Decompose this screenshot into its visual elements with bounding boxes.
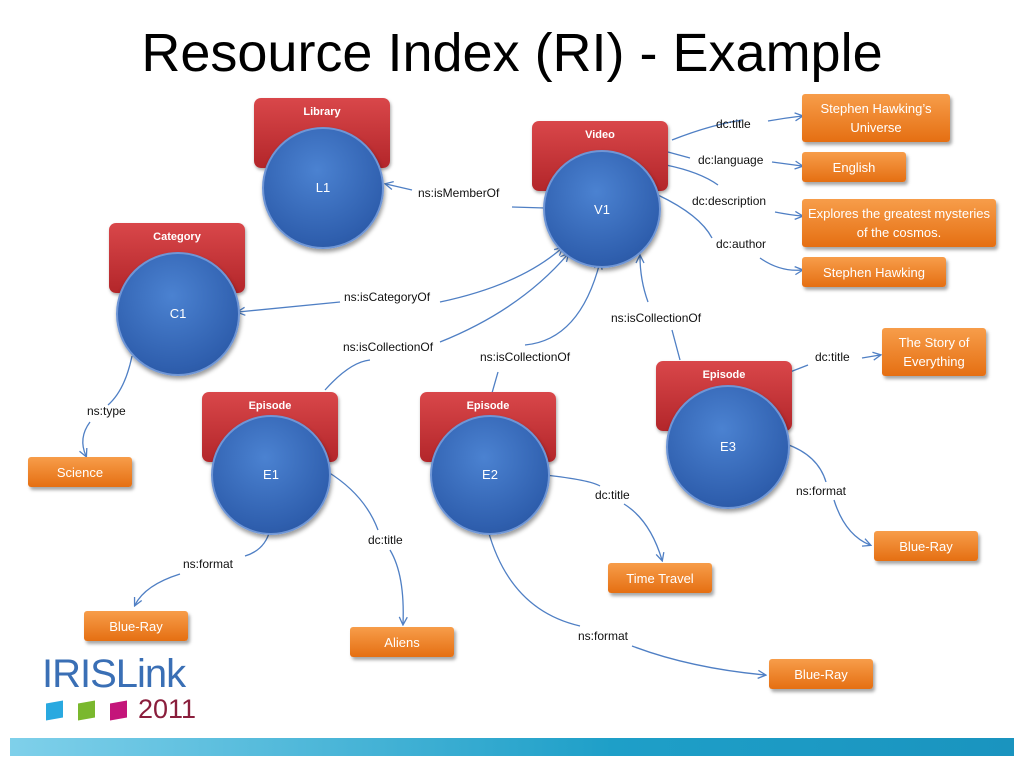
- logo-year: 2011: [138, 694, 197, 724]
- node-id-label: L1: [315, 180, 331, 195]
- edge-label-e2-format: ns:format: [578, 629, 629, 643]
- edge-label-iscategoryof: ns:isCategoryOf: [344, 290, 431, 304]
- edge-e1-format-arrow: [135, 573, 181, 605]
- edge-e2-title: [544, 474, 601, 487]
- edge-e1-title-arrow: [389, 549, 403, 624]
- edge-e2-v1-b: [524, 262, 600, 346]
- node-type-label: Episode: [702, 369, 746, 381]
- cube-blue-icon: [46, 700, 63, 721]
- edge-e1-title: [327, 471, 379, 531]
- edge-label-iscollectionof-e3: ns:isCollectionOf: [611, 311, 702, 325]
- edge-label-v1-author: dc:author: [716, 237, 767, 251]
- edge-label-iscollectionof-e2: ns:isCollectionOf: [480, 350, 571, 364]
- edge-e1-v1-b: [439, 254, 568, 343]
- edge-v1-l1: [511, 206, 546, 209]
- edge-label-e3-title: dc:title: [815, 350, 850, 364]
- node-id-label: C1: [169, 306, 187, 321]
- node-circle: L1: [262, 127, 384, 249]
- logo-text: IRISLink: [42, 652, 186, 696]
- slide-title: Resource Index (RI) - Example: [141, 23, 883, 83]
- edge-label-v1-language: dc:language: [698, 153, 764, 167]
- edge-label-v1-title: dc:title: [716, 117, 751, 131]
- node-circle: E3: [666, 385, 790, 509]
- edge-e2-v1: [491, 371, 499, 394]
- node-circle: E1: [211, 415, 331, 535]
- edge-e2-format-arrow: [631, 645, 765, 675]
- value-box-v1-language[interactable]: English: [802, 152, 906, 182]
- node-id-label: E1: [263, 467, 279, 482]
- node-type-label: Library: [303, 106, 341, 118]
- value-box-c1-type[interactable]: Science: [28, 457, 132, 487]
- edge-e3-title-arrow: [861, 355, 880, 358]
- value-box-e2-format[interactable]: Blue-Ray: [769, 659, 873, 689]
- node-id-label: E3: [720, 439, 736, 454]
- edge-label-e1-format: ns:format: [183, 557, 234, 571]
- node-type-label: Episode: [248, 400, 292, 412]
- edge-c1-type-arrow: [83, 421, 91, 456]
- edge-e2-format: [487, 529, 581, 627]
- edge-e3-v1: [671, 329, 681, 361]
- edge-e3-format-arrow: [833, 499, 870, 545]
- edge-v1-description-arrow: [774, 212, 802, 216]
- edge-v1-author: [657, 194, 713, 239]
- node-circle: V1: [543, 150, 661, 268]
- node-circle: E2: [430, 415, 550, 535]
- edge-v1-l1-arrow: [386, 184, 413, 191]
- node-id-label: V1: [594, 202, 610, 217]
- footer-bar: [10, 738, 1014, 756]
- edge-e3-title: [789, 364, 809, 373]
- edge-v1-language: [667, 151, 691, 159]
- edge-v1-title: [671, 119, 743, 141]
- value-box-e3-format[interactable]: Blue-Ray: [874, 531, 978, 561]
- edge-v1-c1: [439, 248, 562, 303]
- edge-c1-type: [107, 355, 133, 406]
- value-box-v1-description[interactable]: Explores the greatest mysteries of the c…: [802, 199, 996, 247]
- edge-e1-v1: [324, 359, 371, 391]
- node-type-label: Category: [153, 231, 201, 243]
- edge-label-ismemberof: ns:isMemberOf: [418, 186, 500, 200]
- edge-label-e2-title: dc:title: [595, 488, 630, 502]
- value-box-e1-title[interactable]: Aliens: [350, 627, 454, 657]
- node-circle: C1: [116, 252, 240, 376]
- value-box-e3-title[interactable]: The Story of Everything: [882, 328, 986, 376]
- edge-v1-title-arrow: [767, 116, 802, 122]
- value-box-v1-title[interactable]: Stephen Hawking’s Universe: [802, 94, 950, 142]
- edge-v1-description: [665, 164, 719, 186]
- edge-label-e1-title: dc:title: [368, 533, 403, 547]
- cube-green-icon: [78, 700, 95, 721]
- cube-magenta-icon: [110, 700, 127, 721]
- value-box-e2-title[interactable]: Time Travel: [608, 563, 712, 593]
- edge-e3-v1-b: [640, 256, 649, 303]
- edge-e2-title-arrow: [623, 503, 662, 560]
- value-box-e1-format[interactable]: Blue-Ray: [84, 611, 188, 641]
- edge-label-iscollectionof-e1: ns:isCollectionOf: [343, 340, 434, 354]
- edge-v1-language-arrow: [771, 162, 802, 166]
- edge-label-v1-description: dc:description: [692, 194, 767, 208]
- value-box-v1-author[interactable]: Stephen Hawking: [802, 257, 946, 287]
- edge-v1-author-arrow: [759, 257, 802, 270]
- edge-label-ns-type: ns:type: [87, 404, 126, 418]
- edge-label-e3-format: ns:format: [796, 484, 847, 498]
- node-type-label: Episode: [466, 400, 510, 412]
- edge-v1-c1-arrow: [238, 301, 341, 312]
- node-id-label: E2: [482, 467, 498, 482]
- edge-e3-format: [785, 443, 827, 483]
- node-type-label: Video: [585, 129, 615, 141]
